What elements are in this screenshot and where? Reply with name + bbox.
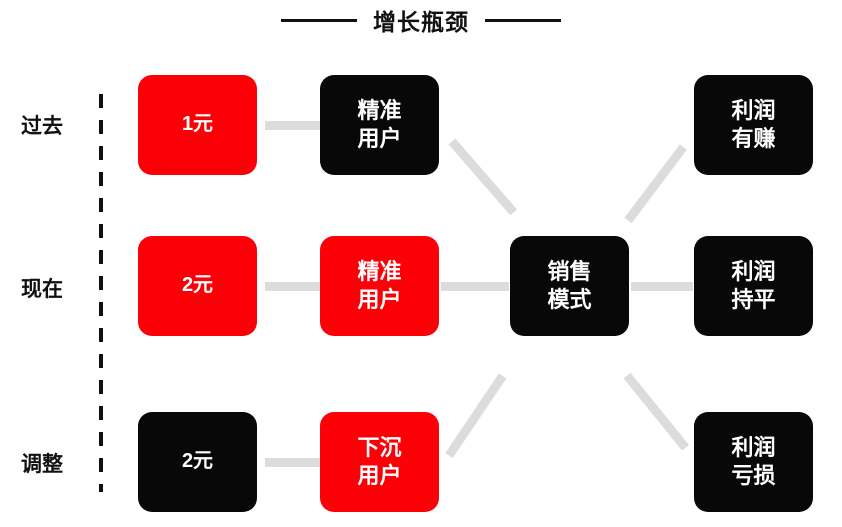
node-user-past[interactable]: 精准 用户 [320, 75, 439, 175]
node-user-adjust-line2: 用户 [357, 463, 402, 488]
node-profit-now-line2: 持平 [731, 287, 776, 312]
node-profit-past-line1: 利润 [731, 97, 776, 123]
node-user-past-line1: 精准 [357, 97, 402, 123]
node-sales-model-hub[interactable]: 销售 模式 [510, 236, 629, 336]
title-rule-left [281, 18, 357, 22]
node-price-adjust[interactable]: 2元 [138, 412, 257, 512]
node-profit-past-line2: 有赚 [731, 126, 776, 151]
node-user-now-line1: 精准 [357, 258, 402, 284]
node-price-now[interactable]: 2元 [138, 236, 257, 336]
row-label-adjust: 调整 [21, 453, 63, 476]
connector-price-now-to-user-now [265, 282, 321, 291]
connector-user-adjust-to-hub [445, 373, 507, 459]
node-price-adjust-label: 2元 [181, 450, 214, 473]
node-profit-now[interactable]: 利润 持平 [694, 236, 813, 336]
connector-hub-to-profit-now [631, 282, 693, 291]
connector-user-past-to-hub [448, 138, 518, 216]
node-profit-adjust-line2: 亏损 [731, 463, 776, 488]
node-profit-past[interactable]: 利润 有赚 [694, 75, 813, 175]
node-hub-line2: 模式 [547, 287, 592, 312]
row-label-past: 过去 [21, 115, 63, 138]
node-user-past-line2: 用户 [357, 126, 402, 151]
node-price-past[interactable]: 1元 [138, 75, 257, 175]
node-profit-adjust[interactable]: 利润 亏损 [694, 412, 813, 512]
node-user-adjust[interactable]: 下沉 用户 [320, 412, 439, 512]
connector-hub-to-profit-past [624, 144, 687, 224]
connector-price-past-to-user-past [265, 121, 321, 130]
node-profit-now-line1: 利润 [731, 258, 776, 284]
timeline-divider [99, 94, 103, 492]
node-user-adjust-line1: 下沉 [357, 434, 402, 460]
title-text: 增长瓶颈 [373, 9, 469, 35]
row-label-now: 现在 [21, 278, 63, 301]
diagram-title: 增长瓶颈 [0, 0, 842, 40]
node-user-now[interactable]: 精准 用户 [320, 236, 439, 336]
node-user-now-line2: 用户 [357, 287, 402, 312]
node-price-past-label: 1元 [181, 113, 214, 136]
node-hub-line1: 销售 [547, 258, 592, 284]
connector-hub-to-profit-adjust [623, 372, 690, 451]
title-rule-right [485, 18, 561, 22]
connector-user-now-to-hub [441, 282, 509, 291]
node-price-now-label: 2元 [181, 274, 214, 297]
connector-price-adjust-to-user-adjust [265, 458, 321, 467]
node-profit-adjust-line1: 利润 [731, 434, 776, 460]
